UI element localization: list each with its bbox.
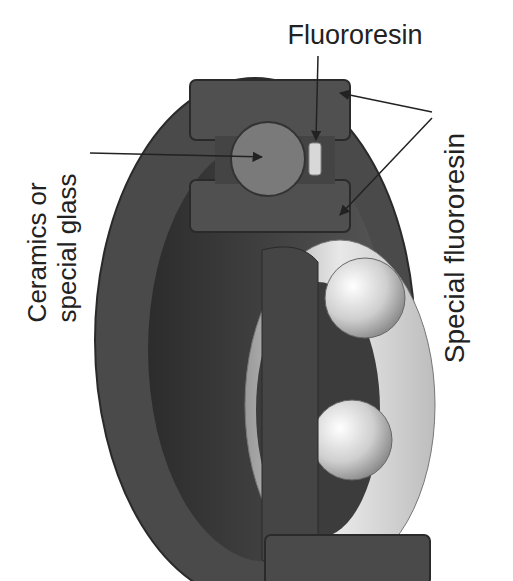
ball — [325, 258, 405, 338]
inner-ring-section — [265, 535, 430, 581]
inner-ring-face — [262, 247, 318, 568]
material-label: Ceramics or special glass — [22, 138, 82, 323]
material-label: Special fluororesin — [439, 133, 471, 363]
material-label: Fluororesin — [287, 20, 422, 51]
leader-line — [340, 118, 432, 215]
cage-section — [309, 143, 321, 175]
leader-line — [90, 153, 262, 157]
inner-ring — [245, 240, 435, 570]
leader-line — [316, 56, 318, 140]
ball-section — [231, 122, 305, 196]
ball — [312, 400, 392, 480]
leader-line — [340, 93, 432, 112]
